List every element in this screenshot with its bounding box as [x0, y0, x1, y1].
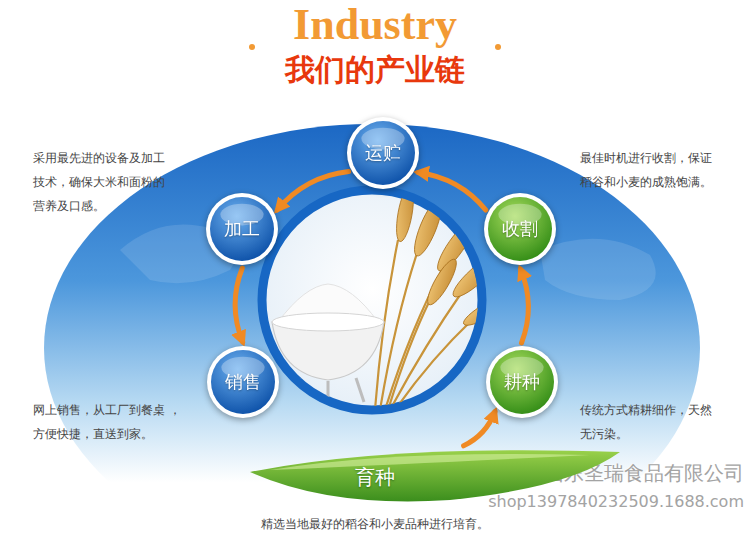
- grass-shape: [250, 448, 620, 506]
- node-text-holder: 耕种: [504, 371, 540, 393]
- title-rule-dot: [495, 44, 501, 50]
- node-label: 耕种: [504, 371, 540, 393]
- flow-arrow: [277, 172, 349, 211]
- node-text-holder: 运贮: [365, 142, 401, 164]
- grass-highlight: [270, 454, 590, 470]
- step-note: 采用最先进的设备及加工 技术，确保大米和面粉的 营养及口感。: [33, 146, 183, 218]
- step-note: 网上销售，从工厂到餐桌 ，方便快捷，直送到家。: [33, 398, 183, 446]
- circle-node: 收割: [484, 193, 556, 265]
- title-rule-dot: [249, 44, 255, 50]
- grass-field: [250, 450, 620, 501]
- grass-band: 育种: [250, 448, 620, 506]
- wheat-ear: [409, 197, 446, 259]
- center-circle: [262, 190, 482, 410]
- circle-node: 耕种: [486, 346, 558, 418]
- circle-node: 销售: [207, 346, 279, 418]
- bowl-rim: [272, 313, 384, 331]
- wheat-ear: [393, 185, 417, 243]
- bowl-legs: [292, 378, 364, 404]
- node-label: 收割: [502, 218, 538, 240]
- node-label: 销售: [225, 371, 261, 393]
- badge-ring: [486, 346, 558, 418]
- node-text-holder: 加工: [224, 218, 260, 240]
- wheat-awn: [466, 208, 486, 226]
- heading-english: Industry: [0, 0, 750, 50]
- badge-ring: [347, 117, 419, 189]
- node-text-holder: 销售: [225, 371, 261, 393]
- flow-arrow: [235, 268, 243, 342]
- map-shape: [540, 239, 656, 300]
- badge-face: [488, 197, 552, 261]
- node-label: 运贮: [365, 142, 401, 164]
- badge-face: [351, 121, 415, 185]
- badge-face: [210, 197, 274, 261]
- badge-ring: [206, 193, 278, 265]
- flow-arrow: [464, 412, 495, 446]
- badge-ring: [484, 193, 556, 265]
- flow-arrow: [521, 269, 529, 343]
- step-note: 传统方式精耕细作，天然 无污染。: [580, 398, 730, 446]
- wheat-stalk: [395, 320, 472, 410]
- wheat-stalks: [375, 240, 472, 410]
- wheat-awn: [436, 185, 450, 205]
- badge-face: [211, 350, 275, 414]
- circle-node: 加工: [206, 193, 278, 265]
- wheat-stalk: [388, 300, 430, 410]
- flow-arrow: [418, 172, 486, 210]
- wheat-ear: [448, 250, 503, 302]
- node-text-holder: 育种: [355, 465, 395, 489]
- title-rule: [498, 46, 745, 48]
- node-text-holder: 收割: [502, 218, 538, 240]
- step-note: 最佳时机进行收割，保证 稻谷和小麦的成熟饱满。: [580, 146, 730, 194]
- title-rule: [5, 46, 252, 48]
- step-note: 精选当地最好的稻谷和小麦品种进行培育。: [0, 515, 750, 533]
- node-label: 加工: [224, 218, 260, 240]
- circle-node: 运贮: [347, 117, 419, 189]
- wheat-ear: [423, 256, 461, 308]
- watermark: shop1397840232509.1688.com: [488, 492, 744, 512]
- node-label: 育种: [355, 465, 395, 489]
- wheat-ear: [460, 290, 515, 330]
- badge-ring: [207, 346, 279, 418]
- badge-face: [490, 350, 554, 414]
- title-text: 我们的产业链: [0, 52, 750, 88]
